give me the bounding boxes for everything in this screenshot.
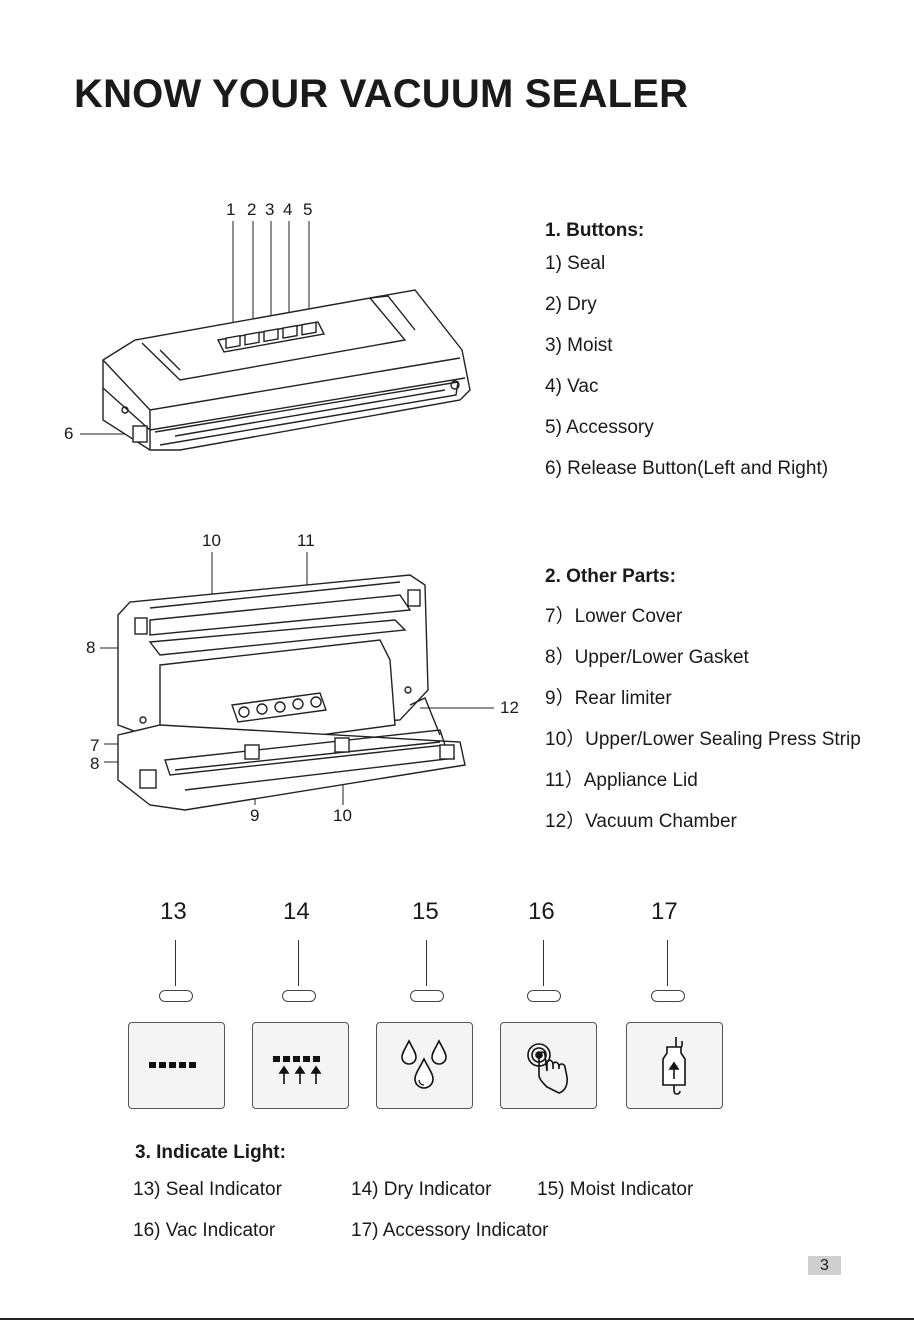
indicator-led <box>651 990 685 1002</box>
page-number: 3 <box>808 1256 841 1275</box>
open-sealer-diagram <box>100 552 494 811</box>
button-item: 6) Release Button(Left and Right) <box>545 458 829 479</box>
seal-dashes-icon <box>149 1062 196 1068</box>
page-title: KNOW YOUR VACUUM SEALER <box>74 72 689 116</box>
part-item: 10）Upper/Lower Sealing Press Strip <box>545 729 861 750</box>
callout-4: 4 <box>283 200 293 219</box>
button-item: 3) Moist <box>545 335 613 356</box>
indicator-leader-line <box>426 940 427 986</box>
indicator-number-15: 15 <box>412 898 439 925</box>
callout-11: 11 <box>297 531 315 550</box>
indicator-led <box>282 990 316 1002</box>
callout-10-top: 10 <box>202 531 221 550</box>
indicate-light-heading: 3. Indicate Light: <box>135 1142 286 1163</box>
accessory-plug-icon <box>662 1037 686 1095</box>
indicator-label-14: 14) Dry Indicator <box>351 1179 492 1200</box>
indicator-label-13: 13) Seal Indicator <box>133 1179 282 1200</box>
water-drops-icon <box>401 1039 447 1089</box>
callout-5: 5 <box>303 200 313 219</box>
button-item: 1) Seal <box>545 253 606 274</box>
bottom-divider <box>0 1318 914 1320</box>
sealer-open-body <box>117 574 466 811</box>
sealer-body <box>102 289 471 451</box>
part-item: 9）Rear limiter <box>545 688 672 709</box>
other-parts-heading: 2. Other Parts: <box>545 566 676 587</box>
indicator-led <box>527 990 561 1002</box>
callout-2: 2 <box>247 200 257 219</box>
callout-10-bottom: 10 <box>333 806 352 825</box>
indicator-label-16: 16) Vac Indicator <box>133 1220 276 1241</box>
indicator-number-16: 16 <box>528 898 555 925</box>
part-item: 11）Appliance Lid <box>545 770 698 791</box>
callout-7: 7 <box>90 736 100 755</box>
dry-dashes-arrows-icon <box>273 1056 322 1084</box>
indicator-label-17: 17) Accessory Indicator <box>351 1220 549 1241</box>
indicator-led <box>410 990 444 1002</box>
part-item: 7）Lower Cover <box>545 606 683 627</box>
part-item: 8）Upper/Lower Gasket <box>545 647 749 668</box>
callout-9: 9 <box>250 806 260 825</box>
accessory-indicator-panel <box>626 1022 723 1109</box>
button-item: 4) Vac <box>545 376 599 397</box>
callout-12: 12 <box>500 698 519 717</box>
closed-sealer-diagram <box>80 221 471 451</box>
callout-8-upper: 8 <box>86 638 96 657</box>
indicator-number-14: 14 <box>283 898 310 925</box>
callout-8-lower: 8 <box>90 754 100 773</box>
indicator-leader-line <box>667 940 668 986</box>
vac-indicator-panel <box>500 1022 597 1109</box>
dry-indicator-panel <box>252 1022 349 1109</box>
moist-indicator-panel <box>376 1022 473 1109</box>
buttons-heading: 1. Buttons: <box>545 220 645 241</box>
indicator-label-15: 15) Moist Indicator <box>537 1179 694 1200</box>
callout-1: 1 <box>226 200 236 219</box>
button-item: 5) Accessory <box>545 417 654 438</box>
indicator-leader-line <box>298 940 299 986</box>
touch-hand-icon <box>527 1043 568 1094</box>
part-item: 12）Vacuum Chamber <box>545 811 737 832</box>
button-item: 2) Dry <box>545 294 597 315</box>
indicator-number-17: 17 <box>651 898 678 925</box>
indicator-leader-line <box>175 940 176 986</box>
callout-6: 6 <box>64 424 74 443</box>
indicator-led <box>159 990 193 1002</box>
indicator-leader-line <box>543 940 544 986</box>
callout-3: 3 <box>265 200 275 219</box>
button-callout-lines <box>80 221 310 435</box>
indicator-number-13: 13 <box>160 898 187 925</box>
seal-indicator-panel <box>128 1022 225 1109</box>
